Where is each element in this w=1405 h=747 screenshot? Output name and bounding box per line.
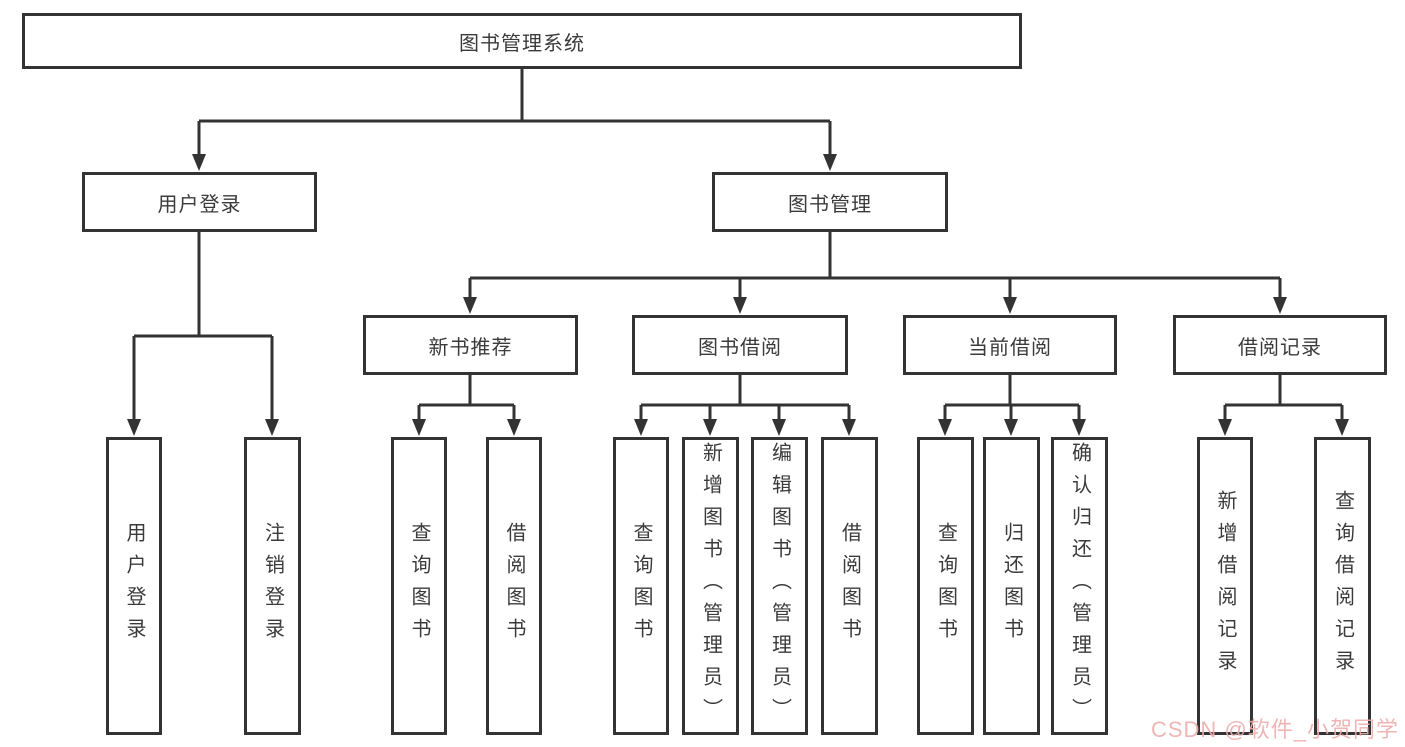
leaf-label: 借阅图书 <box>503 522 525 650</box>
arrowhead <box>192 154 206 171</box>
leaf-label: 归还图书 <box>1000 522 1023 650</box>
arrowhead <box>634 419 648 436</box>
connector-current-borrow-children <box>938 375 1086 436</box>
watermark: CSDN @软件_小贺同学 <box>1150 717 1399 742</box>
arrowhead <box>1003 297 1017 314</box>
leaf-query-books-current: 查询图书 <box>917 437 974 735</box>
arrowhead <box>823 154 837 171</box>
arrowhead <box>1218 419 1232 436</box>
leaf-label: 借阅图书 <box>838 522 861 650</box>
arrowhead <box>463 297 477 314</box>
arrowhead <box>1273 297 1287 314</box>
node-borrow-records: 借阅记录 <box>1173 315 1387 375</box>
connector-book-borrow-children <box>634 375 856 436</box>
connector-borrow-records-children <box>1218 375 1349 436</box>
connector-root-to-level1 <box>192 69 837 171</box>
arrowhead <box>1072 419 1086 436</box>
leaf-add-books-admin: 新增图书（管理员） <box>682 437 739 735</box>
arrowhead <box>772 419 786 436</box>
leaf-query-books-rec: 查询图书 <box>391 437 447 735</box>
node-book-borrow-label: 图书借阅 <box>698 336 782 359</box>
leaf-label: 查询图书 <box>934 522 957 650</box>
leaf-confirm-return-admin: 确认归还（管理员） <box>1051 437 1108 735</box>
leaf-label: 查询图书 <box>630 522 652 650</box>
node-current-borrow-label: 当前借阅 <box>968 336 1052 359</box>
node-book-borrow: 图书借阅 <box>632 315 848 375</box>
connector-book-mgmt-children <box>463 232 1287 314</box>
leaf-edit-books-admin: 编辑图书（管理员） <box>751 437 808 735</box>
arrowhead <box>733 297 747 314</box>
leaf-user-login: 用户登录 <box>106 437 162 735</box>
leaf-label: 新增图书（管理员） <box>699 442 722 730</box>
arrowhead <box>1335 419 1349 436</box>
node-user-login-label: 用户登录 <box>157 193 242 216</box>
arrowhead <box>842 419 856 436</box>
arrowhead <box>507 419 521 436</box>
arrowhead <box>703 419 717 436</box>
node-borrow-records-label: 借阅记录 <box>1238 336 1322 359</box>
leaf-return-books: 归还图书 <box>983 437 1040 735</box>
node-current-borrow: 当前借阅 <box>903 315 1117 375</box>
leaf-add-borrow-record: 新增借阅记录 <box>1197 437 1253 735</box>
node-book-mgmt: 图书管理 <box>712 172 948 232</box>
leaf-label: 查询借阅记录 <box>1331 490 1354 682</box>
node-new-book-rec: 新书推荐 <box>363 315 578 375</box>
arrowhead <box>265 419 279 436</box>
leaf-label: 用户登录 <box>123 522 145 650</box>
node-new-book-rec-label: 新书推荐 <box>428 336 513 359</box>
leaf-label: 新增借阅记录 <box>1214 490 1236 682</box>
leaf-borrow-books: 借阅图书 <box>821 437 878 735</box>
node-user-login: 用户登录 <box>82 172 317 232</box>
node-root: 图书管理系统 <box>22 13 1022 69</box>
leaf-query-borrow-record: 查询借阅记录 <box>1314 437 1371 735</box>
node-book-mgmt-label: 图书管理 <box>788 193 872 216</box>
arrowhead <box>1004 419 1018 436</box>
leaf-label: 查询图书 <box>408 522 430 650</box>
arrowhead <box>412 419 426 436</box>
arrowhead <box>938 419 952 436</box>
connector-new-book-rec-children <box>412 375 521 436</box>
leaf-logout: 注销登录 <box>244 437 301 735</box>
leaf-label: 注销登录 <box>261 522 284 650</box>
leaf-label: 编辑图书（管理员） <box>768 442 791 730</box>
leaf-query-books-borrow: 查询图书 <box>613 437 669 735</box>
arrowhead <box>127 419 141 436</box>
leaf-label: 确认归还（管理员） <box>1068 442 1091 730</box>
node-root-label: 图书管理系统 <box>459 32 585 55</box>
leaf-borrow-books-rec: 借阅图书 <box>486 437 542 735</box>
connector-user-login-children <box>127 232 279 436</box>
